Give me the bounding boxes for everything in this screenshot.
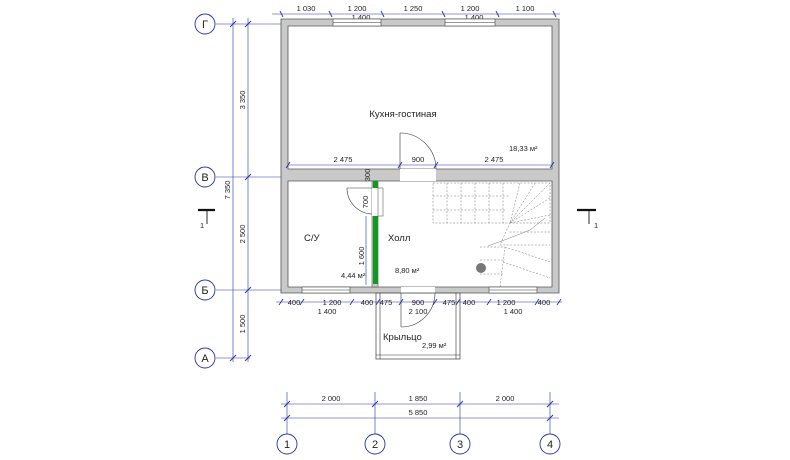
- axis-label-row: Г: [202, 19, 208, 31]
- dim-label: 1 200: [323, 298, 342, 307]
- axis-bubble-col: [364, 433, 386, 455]
- axis-bubble-row: [194, 279, 216, 301]
- axis-bubble-row: [194, 166, 216, 188]
- interior-dimensions: 2 475 900 2 475 300 700 1 600: [285, 155, 555, 285]
- column-dimensions: 2 000 1 850 2 000 5 850: [281, 392, 559, 435]
- dim-label: 1 030: [297, 4, 316, 13]
- axis-label-col: 4: [547, 439, 553, 451]
- dim-tick: [328, 10, 333, 18]
- dim-label: 900: [412, 298, 425, 307]
- dim-label: 2 500: [238, 225, 247, 244]
- axis-bubble-row: [194, 347, 216, 369]
- dim-label: 5 850: [409, 408, 428, 417]
- section-mark-left: 1: [198, 208, 215, 230]
- bottom-dimensions: 400 1 200 400 475 900 475 400 1 200 400 …: [276, 298, 562, 316]
- axis-bubble-row: [194, 13, 216, 35]
- dim-label: 2 475: [485, 155, 504, 164]
- axis-label-col: 1: [284, 439, 290, 451]
- section-mark-right: 1: [577, 208, 598, 230]
- dim-label: 1 400: [318, 307, 337, 316]
- dim-label: 1 400: [504, 307, 523, 316]
- dim-tick: [380, 10, 385, 18]
- axis-bubble-col: [539, 433, 561, 455]
- room-name-porch: Крыльцо: [383, 332, 422, 343]
- dim-label: 1 200: [497, 298, 516, 307]
- dim-label: 1 500: [238, 315, 247, 334]
- dim-label: 300: [363, 169, 372, 182]
- axis-bubble-col: [276, 433, 298, 455]
- dim-tick: [441, 10, 446, 18]
- dim-label: 1 250: [404, 4, 423, 13]
- axis-label-col: 3: [457, 439, 463, 451]
- axis-label-row: Б: [201, 285, 208, 297]
- dim-label: 475: [380, 298, 393, 307]
- axis-label-row: В: [201, 172, 208, 184]
- dim-label: 3 350: [238, 91, 247, 110]
- dim-label: 1 850: [409, 394, 428, 403]
- dim-label: 1 200: [348, 4, 367, 13]
- room-area-bathroom: 4,44 м²: [341, 271, 366, 280]
- dim-label: 2 475: [334, 155, 353, 164]
- dim-label: 400: [463, 298, 476, 307]
- room-name-hall: Холл: [388, 233, 410, 244]
- room-area-kitchen: 18,33 м²: [509, 144, 538, 153]
- dim-tick: [279, 10, 284, 18]
- bathroom-door: [346, 187, 384, 217]
- dim-label: 1 400: [352, 13, 371, 22]
- room-area-porch: 2,99 м²: [422, 341, 447, 350]
- axis-bubble-col: [449, 433, 471, 455]
- room-labels: Кухня-гостиная 18,33 м² С/У 4,44 м² Холл…: [304, 109, 538, 350]
- porch: [375, 292, 461, 360]
- dim-label: 1 400: [465, 13, 484, 22]
- porch-outline: [375, 292, 461, 360]
- room-name-bathroom: С/У: [304, 233, 321, 244]
- dim-label: 700: [361, 196, 370, 209]
- entrance-door: [400, 287, 436, 328]
- dim-label: 400: [538, 298, 551, 307]
- staircase: [432, 182, 551, 288]
- section-mark-label: 1: [200, 221, 204, 230]
- interior-door: [399, 132, 437, 181]
- dim-tick: [552, 10, 557, 18]
- dim-label: 1 600: [357, 247, 366, 266]
- dim-label: 900: [412, 155, 425, 164]
- bottom-windows: [301, 286, 538, 294]
- dim-label: 2 100: [409, 307, 428, 316]
- dim-label: 1 100: [516, 4, 535, 13]
- dim-tick: [495, 10, 500, 18]
- room-area-hall: 8,80 м²: [395, 266, 420, 275]
- section-mark-label: 1: [594, 221, 598, 230]
- partition-accent: [373, 181, 378, 284]
- dim-label: 475: [443, 298, 456, 307]
- top-dimensions: 1 030 1 200 1 250 1 200 1 100 1 400 1 40…: [272, 4, 560, 22]
- left-dimensions: 7 350 3 350 2 500 1 500: [223, 18, 252, 362]
- dim-label: 7 350: [223, 181, 232, 200]
- axis-label-col: 2: [372, 439, 378, 451]
- column: [476, 263, 486, 273]
- room-name-kitchen: Кухня-гостиная: [369, 109, 436, 120]
- column-axes: 1 2 3 4: [276, 433, 561, 455]
- axis-label-row: А: [201, 353, 209, 365]
- dim-label: 1 200: [461, 4, 480, 13]
- top-windows: [332, 18, 496, 27]
- dim-label: 400: [361, 298, 374, 307]
- dim-label: 2 000: [322, 394, 341, 403]
- dim-label: 2 000: [496, 394, 515, 403]
- dim-label: 400: [288, 298, 301, 307]
- row-axes: Г В Б А: [194, 13, 285, 369]
